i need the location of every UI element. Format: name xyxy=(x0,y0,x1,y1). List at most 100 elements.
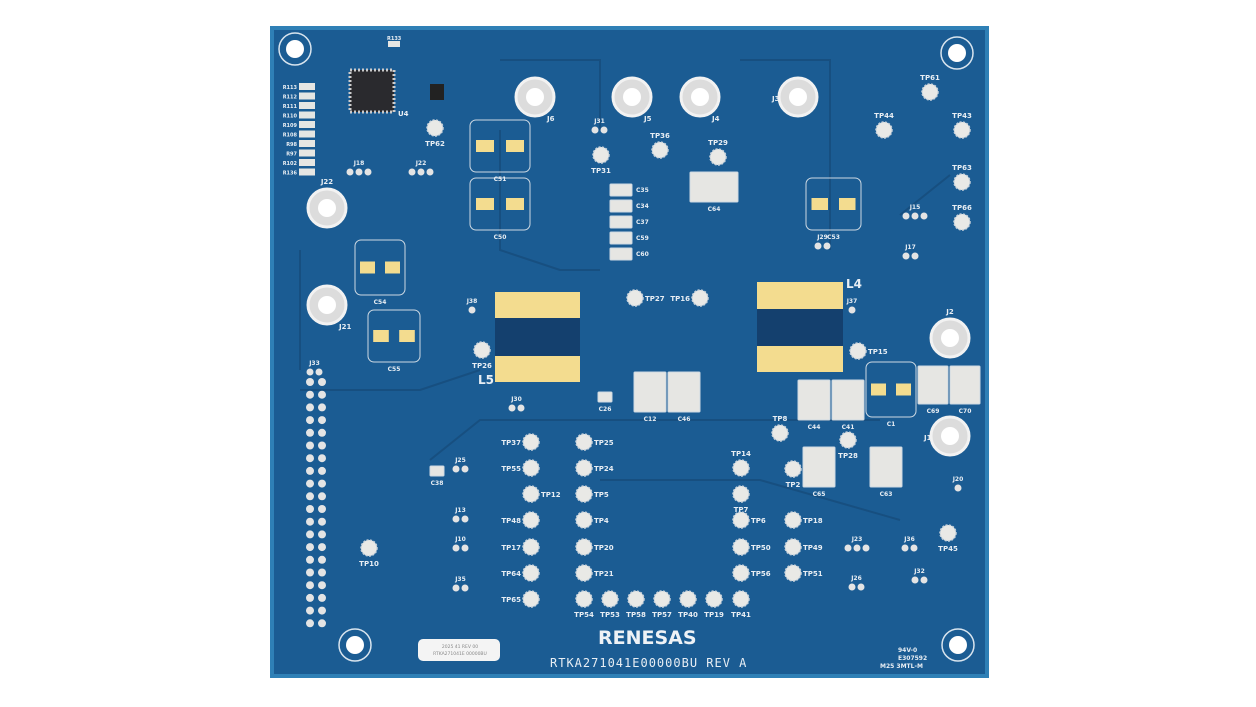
connector-label: J2 xyxy=(945,308,954,316)
test-point-tp50[interactable] xyxy=(732,538,750,556)
test-point-tp8[interactable] xyxy=(771,424,789,442)
test-point-tp61[interactable] xyxy=(921,83,939,101)
connector-hole xyxy=(526,88,544,106)
test-point-tp57[interactable] xyxy=(653,590,671,608)
test-point-tp10[interactable] xyxy=(360,539,378,557)
test-point-label: TP37 xyxy=(501,439,521,447)
test-point-tp5[interactable] xyxy=(575,485,593,503)
capacitor-c34 xyxy=(609,199,633,213)
capacitor-label: C54 xyxy=(374,299,387,306)
capacitor-label: C1 xyxy=(887,421,896,428)
test-point-label: TP56 xyxy=(751,570,771,578)
mounting-hole xyxy=(346,636,364,654)
mounting-hole-ring xyxy=(940,36,974,70)
capacitor-c51 xyxy=(469,119,531,173)
test-point-tp55[interactable] xyxy=(522,459,540,477)
test-point-label: TP12 xyxy=(541,491,561,499)
test-point-tp12[interactable] xyxy=(522,485,540,503)
test-point-label: TP24 xyxy=(594,465,614,473)
test-point-tp31[interactable] xyxy=(592,146,610,164)
header-pin xyxy=(306,555,314,564)
test-point-tp65[interactable] xyxy=(522,590,540,608)
test-point-tp62[interactable] xyxy=(426,119,444,137)
capacitor-label: C64 xyxy=(708,206,721,213)
capacitor-c44 xyxy=(797,379,831,421)
header-pin xyxy=(306,479,314,488)
connector-hole xyxy=(691,88,709,106)
header-label: J22 xyxy=(415,160,427,167)
test-point-tp28[interactable] xyxy=(839,431,857,449)
capacitor-c1 xyxy=(865,361,917,418)
test-point-tp54[interactable] xyxy=(575,590,593,608)
test-point-tp17[interactable] xyxy=(522,538,540,556)
test-point-tp44[interactable] xyxy=(875,121,893,139)
test-point-tp19[interactable] xyxy=(705,590,723,608)
test-point-tp29[interactable] xyxy=(709,148,727,166)
test-point-tp20[interactable] xyxy=(575,538,593,556)
test-point-tp21[interactable] xyxy=(575,564,593,582)
header-pin xyxy=(318,505,326,513)
test-point-tp40[interactable] xyxy=(679,590,697,608)
test-point-tp7[interactable] xyxy=(732,485,750,503)
capacitor-label: C63 xyxy=(880,491,893,498)
test-point-label: TP43 xyxy=(952,112,972,120)
capacitor-pad xyxy=(399,330,415,342)
capacitor-label: C59 xyxy=(636,235,649,242)
test-point-label: TP8 xyxy=(773,415,788,423)
header-j10-pin xyxy=(461,544,469,552)
test-point-tp2[interactable] xyxy=(784,460,802,478)
header-label: J18 xyxy=(353,160,365,167)
header-pin xyxy=(306,619,314,628)
test-point-tp56[interactable] xyxy=(732,564,750,582)
capacitor-c37 xyxy=(609,215,633,229)
capacitor-label: C46 xyxy=(678,416,691,423)
header-label: J17 xyxy=(904,244,916,251)
test-point-label: TP61 xyxy=(920,74,940,82)
test-point-tp63[interactable] xyxy=(953,173,971,191)
resistor-label: R97 xyxy=(286,152,297,158)
test-point-tp4[interactable] xyxy=(575,511,593,529)
test-point-label: TP25 xyxy=(594,439,614,447)
ul-mark: 94V-0 xyxy=(898,647,917,654)
test-point-tp41[interactable] xyxy=(732,590,750,608)
header-j30-pin xyxy=(508,404,516,412)
header-j33-pin xyxy=(306,368,314,376)
sticker-line2: RTKA271041E 00000BU xyxy=(433,651,487,657)
test-point-tp27[interactable] xyxy=(626,289,644,307)
header-pin xyxy=(318,543,326,552)
header-j23-pin xyxy=(853,544,861,552)
test-point-label: TP65 xyxy=(501,596,521,604)
test-point-label: TP29 xyxy=(708,139,728,147)
test-point-tp49[interactable] xyxy=(784,538,802,556)
connector-label: J4 xyxy=(711,115,720,123)
mounting-hole xyxy=(948,44,966,62)
test-point-tp43[interactable] xyxy=(953,121,971,139)
test-point-tp58[interactable] xyxy=(627,590,645,608)
resistor-r111 xyxy=(299,102,315,109)
test-point-tp14[interactable] xyxy=(732,459,750,477)
test-point-tp37[interactable] xyxy=(522,433,540,451)
test-point-tp15[interactable] xyxy=(849,342,867,360)
connector-hole xyxy=(789,88,807,106)
test-point-tp64[interactable] xyxy=(522,564,540,582)
header-label: J26 xyxy=(850,575,862,582)
header-pin xyxy=(306,606,314,615)
resistor-label: R112 xyxy=(283,95,298,101)
test-point-tp24[interactable] xyxy=(575,459,593,477)
test-point-tp48[interactable] xyxy=(522,511,540,529)
test-point-tp36[interactable] xyxy=(651,141,669,159)
connector-hole xyxy=(941,329,959,347)
capacitor-label: C70 xyxy=(959,408,972,415)
test-point-tp6[interactable] xyxy=(732,511,750,529)
test-point-tp16[interactable] xyxy=(691,289,709,307)
test-point-tp18[interactable] xyxy=(784,511,802,529)
test-point-tp25[interactable] xyxy=(575,433,593,451)
test-point-tp51[interactable] xyxy=(784,564,802,582)
test-point-tp66[interactable] xyxy=(953,213,971,231)
test-point-tp45[interactable] xyxy=(939,524,957,542)
test-point-label: TP66 xyxy=(952,204,972,212)
renesas-logo: RENESAS xyxy=(598,627,697,649)
test-point-tp53[interactable] xyxy=(601,590,619,608)
test-point-tp26[interactable] xyxy=(473,341,491,359)
